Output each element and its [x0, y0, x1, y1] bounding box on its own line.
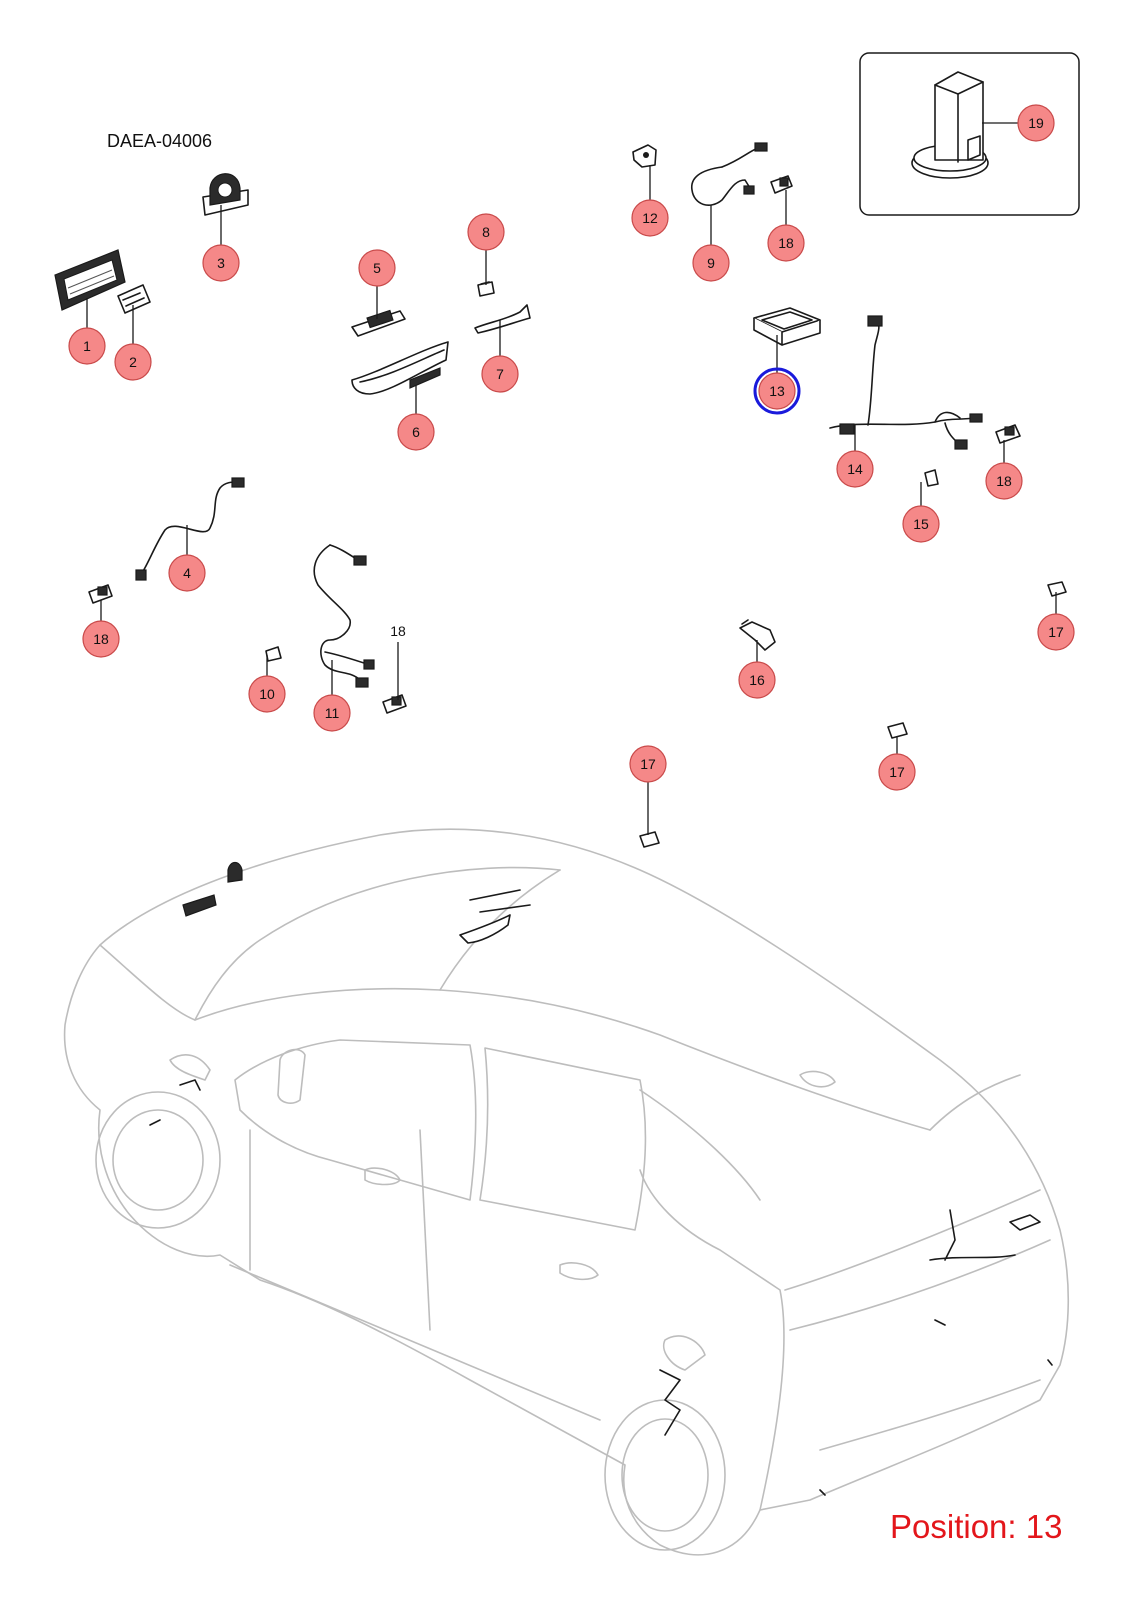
- callout-5[interactable]: 5: [358, 249, 396, 287]
- callout-12[interactable]: 12: [631, 199, 669, 237]
- callout-17-middle[interactable]: 17: [878, 753, 916, 791]
- callout-11-label: 11: [325, 705, 340, 721]
- part-9-harness: [691, 142, 768, 206]
- part-17-sensor-mid: [887, 722, 908, 739]
- callout-9-label: 9: [707, 255, 715, 271]
- callout-3-label: 3: [217, 255, 225, 271]
- callout-18-right[interactable]: 18: [985, 462, 1023, 500]
- callout-16-label: 16: [749, 672, 765, 688]
- callout-14[interactable]: 14: [836, 450, 874, 488]
- callout-17-right[interactable]: 17: [1037, 613, 1075, 651]
- selected-callout-highlight: [753, 367, 801, 415]
- callout-17-left-label: 17: [640, 756, 656, 772]
- callout-7[interactable]: 7: [481, 355, 519, 393]
- callout-18-top-label: 18: [778, 235, 794, 251]
- callout-6[interactable]: 6: [397, 413, 435, 451]
- part-14-harness: [829, 315, 983, 450]
- callout-8-label: 8: [482, 224, 490, 240]
- position-indicator: Position: 13: [890, 1508, 1063, 1545]
- callout-1[interactable]: 1: [68, 327, 106, 365]
- callout-18-top[interactable]: 18: [767, 224, 805, 262]
- callout-18-left[interactable]: 18: [82, 620, 120, 658]
- callout-16[interactable]: 16: [738, 661, 776, 699]
- callout-4[interactable]: 4: [168, 554, 206, 592]
- callout-15[interactable]: 15: [902, 505, 940, 543]
- callout-12-label: 12: [642, 210, 658, 226]
- callout-13-label: 13: [769, 383, 785, 399]
- callout-19[interactable]: 19: [1017, 104, 1055, 142]
- part-17-sensor-right: [1047, 581, 1067, 597]
- callout-17-middle-label: 17: [889, 764, 905, 780]
- part-8-clip: [477, 281, 495, 297]
- callout-10[interactable]: 10: [248, 675, 286, 713]
- callout-15-label: 15: [913, 516, 929, 532]
- callout-6-label: 6: [412, 424, 420, 440]
- part-18-connector-right: [995, 424, 1021, 444]
- plain-label-18: 18: [390, 623, 406, 639]
- callout-18-left-label: 18: [93, 631, 109, 647]
- part-2-module: [117, 284, 151, 314]
- callout-18-right-label: 18: [996, 473, 1012, 489]
- part-18-connector-left: [88, 584, 113, 604]
- part-7-cable: [474, 304, 531, 334]
- callout-1-label: 1: [83, 338, 91, 354]
- callout-19-label: 19: [1028, 115, 1044, 131]
- callout-17-left[interactable]: 17: [629, 745, 667, 783]
- callout-8[interactable]: 8: [467, 213, 505, 251]
- part-12-sensor: [632, 144, 657, 168]
- part-4-harness: [135, 477, 245, 581]
- callout-2[interactable]: 2: [114, 343, 152, 381]
- part-3-speaker: [202, 173, 249, 216]
- callout-14-label: 14: [847, 461, 863, 477]
- part-13-control-module: [753, 307, 821, 346]
- callout-11[interactable]: 11: [313, 694, 351, 732]
- part-16-sensor: [739, 619, 776, 651]
- inset-box: [859, 52, 1080, 216]
- part-1-frame: [54, 249, 126, 311]
- part-18-connector-middle: [382, 694, 407, 714]
- callout-13[interactable]: 13: [758, 372, 796, 410]
- part-10-clip: [265, 646, 282, 662]
- callout-5-label: 5: [373, 260, 381, 276]
- callout-4-label: 4: [183, 565, 191, 581]
- part-17-sensor-left: [639, 831, 660, 848]
- part-18-connector-top: [770, 175, 793, 194]
- callout-10-label: 10: [259, 686, 275, 702]
- part-6-console: [351, 341, 449, 395]
- diagram-code: DAEA-04006: [107, 131, 213, 151]
- part-5-bracket: [351, 309, 406, 337]
- vehicle-outline: [63, 828, 1070, 1556]
- callout-3[interactable]: 3: [202, 244, 240, 282]
- callout-7-label: 7: [496, 366, 504, 382]
- part-11-harness: [313, 544, 375, 688]
- callout-9[interactable]: 9: [692, 244, 730, 282]
- callout-17-right-label: 17: [1048, 624, 1064, 640]
- callout-2-label: 2: [129, 354, 137, 370]
- part-15-bracket: [924, 469, 939, 487]
